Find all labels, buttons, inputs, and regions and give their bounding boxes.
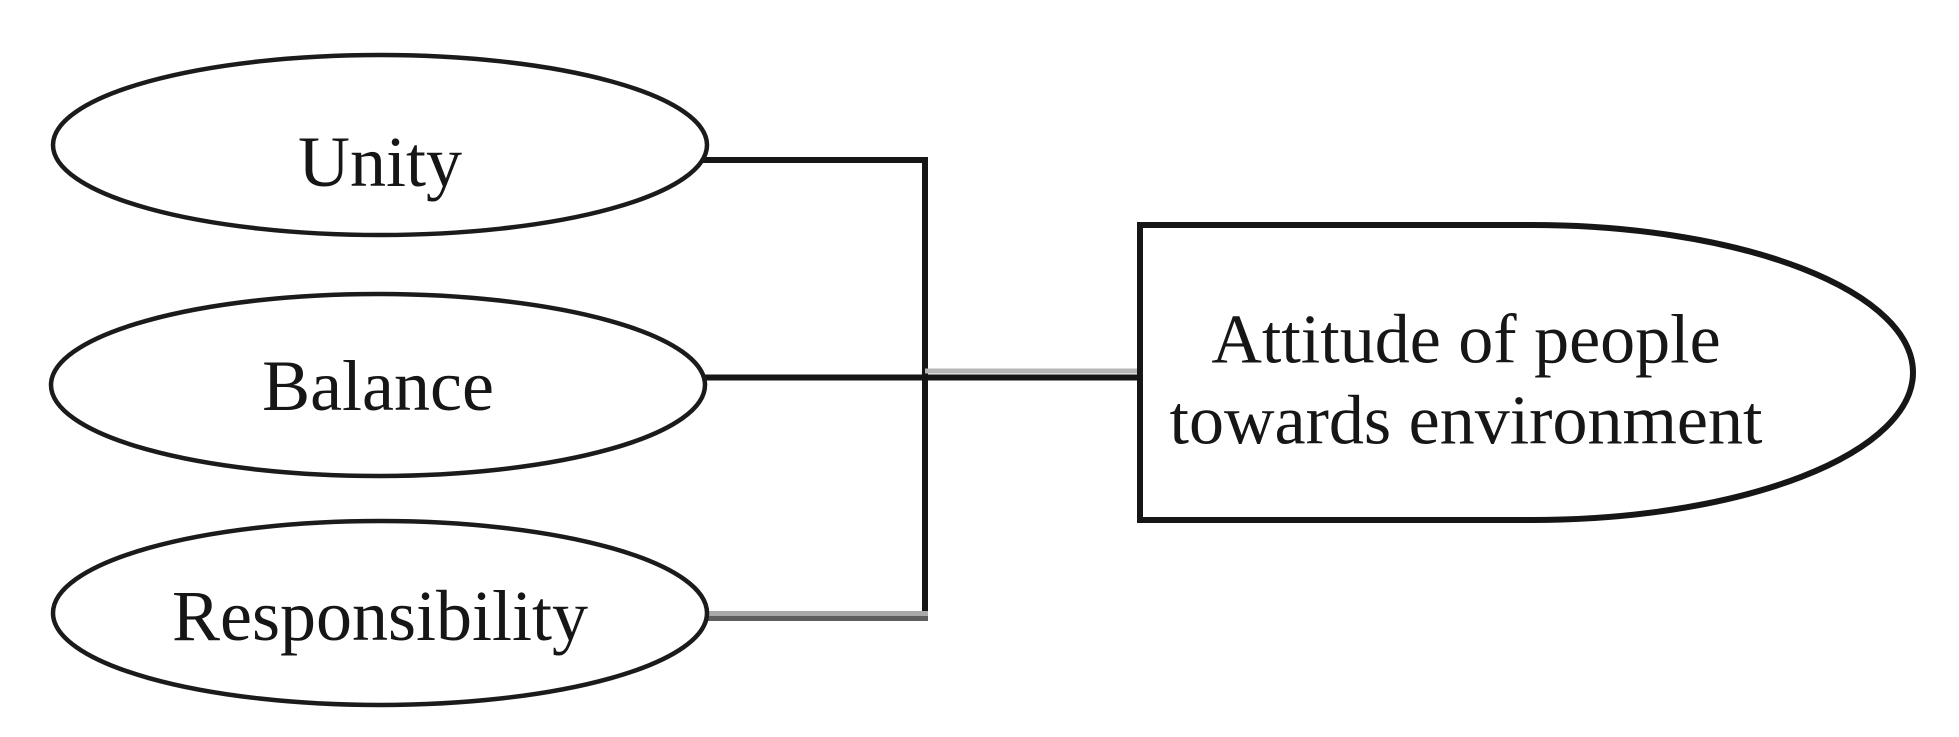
factor-nodes: Unity Balance Responsibility: [48, 52, 710, 708]
factor-ellipse-balance: [48, 291, 708, 479]
outcome-label-line1: Attitude of people: [1211, 302, 1720, 379]
factor-label-balance: Balance: [262, 346, 494, 426]
factor-label-responsibility: Responsibility: [172, 576, 588, 656]
factor-label-unity: Unity: [298, 122, 462, 202]
connectors: [696, 157, 1143, 621]
factor-ellipse-unity: [50, 52, 710, 238]
outcome-shape: [1137, 222, 1916, 523]
factor-ellipse-responsibility: [50, 518, 710, 708]
outcome-node: Attitude of people towards environment: [1137, 222, 1916, 523]
outcome-label-line2: towards environment: [1170, 383, 1763, 460]
